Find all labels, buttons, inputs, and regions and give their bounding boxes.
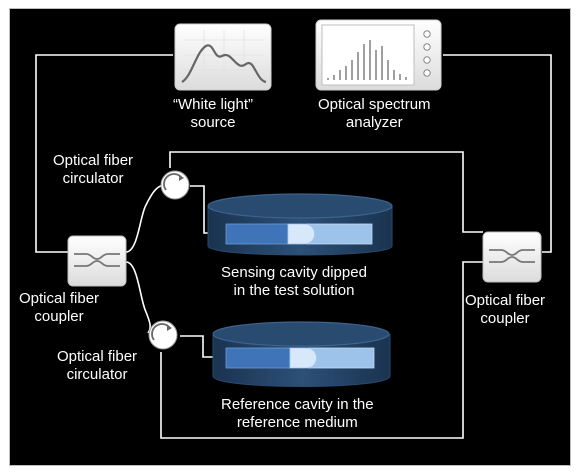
spectrum-analyzer xyxy=(315,19,442,91)
fiber-analyzer-to-right-coupler xyxy=(443,54,552,253)
fiber-top-circulator-to-right-coupler xyxy=(169,151,483,233)
light-source-label: “White light” source xyxy=(173,96,254,131)
sensing-cavity-icon xyxy=(225,223,373,245)
reference-dish xyxy=(212,321,391,387)
white-light-source xyxy=(174,23,272,91)
coupler-icon xyxy=(74,253,120,267)
right-coupler xyxy=(482,231,542,283)
right-coupler-label: Optical fiber coupler xyxy=(465,292,546,327)
fiber-source-to-left-coupler xyxy=(35,54,173,253)
bottom-circulator-label: Optical fiber circulator xyxy=(57,348,138,383)
left-coupler-label: Optical fiber coupler xyxy=(19,290,100,325)
fiber-left-coupler-to-top-circulator xyxy=(125,184,164,253)
spectrum-bars-icon xyxy=(327,40,407,80)
analyzer-knobs-icon xyxy=(423,30,431,77)
fiber-bottom-circulator-to-right-coupler xyxy=(160,261,483,439)
sensing-cavity-label: Sensing cavity dipped in the test soluti… xyxy=(221,264,367,299)
spectrum-analyzer-label: Optical spectrum analyzer xyxy=(318,96,431,131)
top-circulator xyxy=(160,170,190,200)
fiber-left-coupler-to-bottom-circulator xyxy=(125,261,151,334)
top-circulator-label: Optical fiber circulator xyxy=(53,152,134,187)
bottom-circulator xyxy=(148,320,178,350)
reference-cavity-label: Reference cavity in the reference medium xyxy=(221,396,374,431)
left-coupler xyxy=(67,235,127,287)
sensing-dish xyxy=(207,193,393,256)
spectrum-curve-icon xyxy=(181,44,267,84)
reference-cavity-icon xyxy=(225,347,375,369)
coupler-icon xyxy=(489,249,535,263)
